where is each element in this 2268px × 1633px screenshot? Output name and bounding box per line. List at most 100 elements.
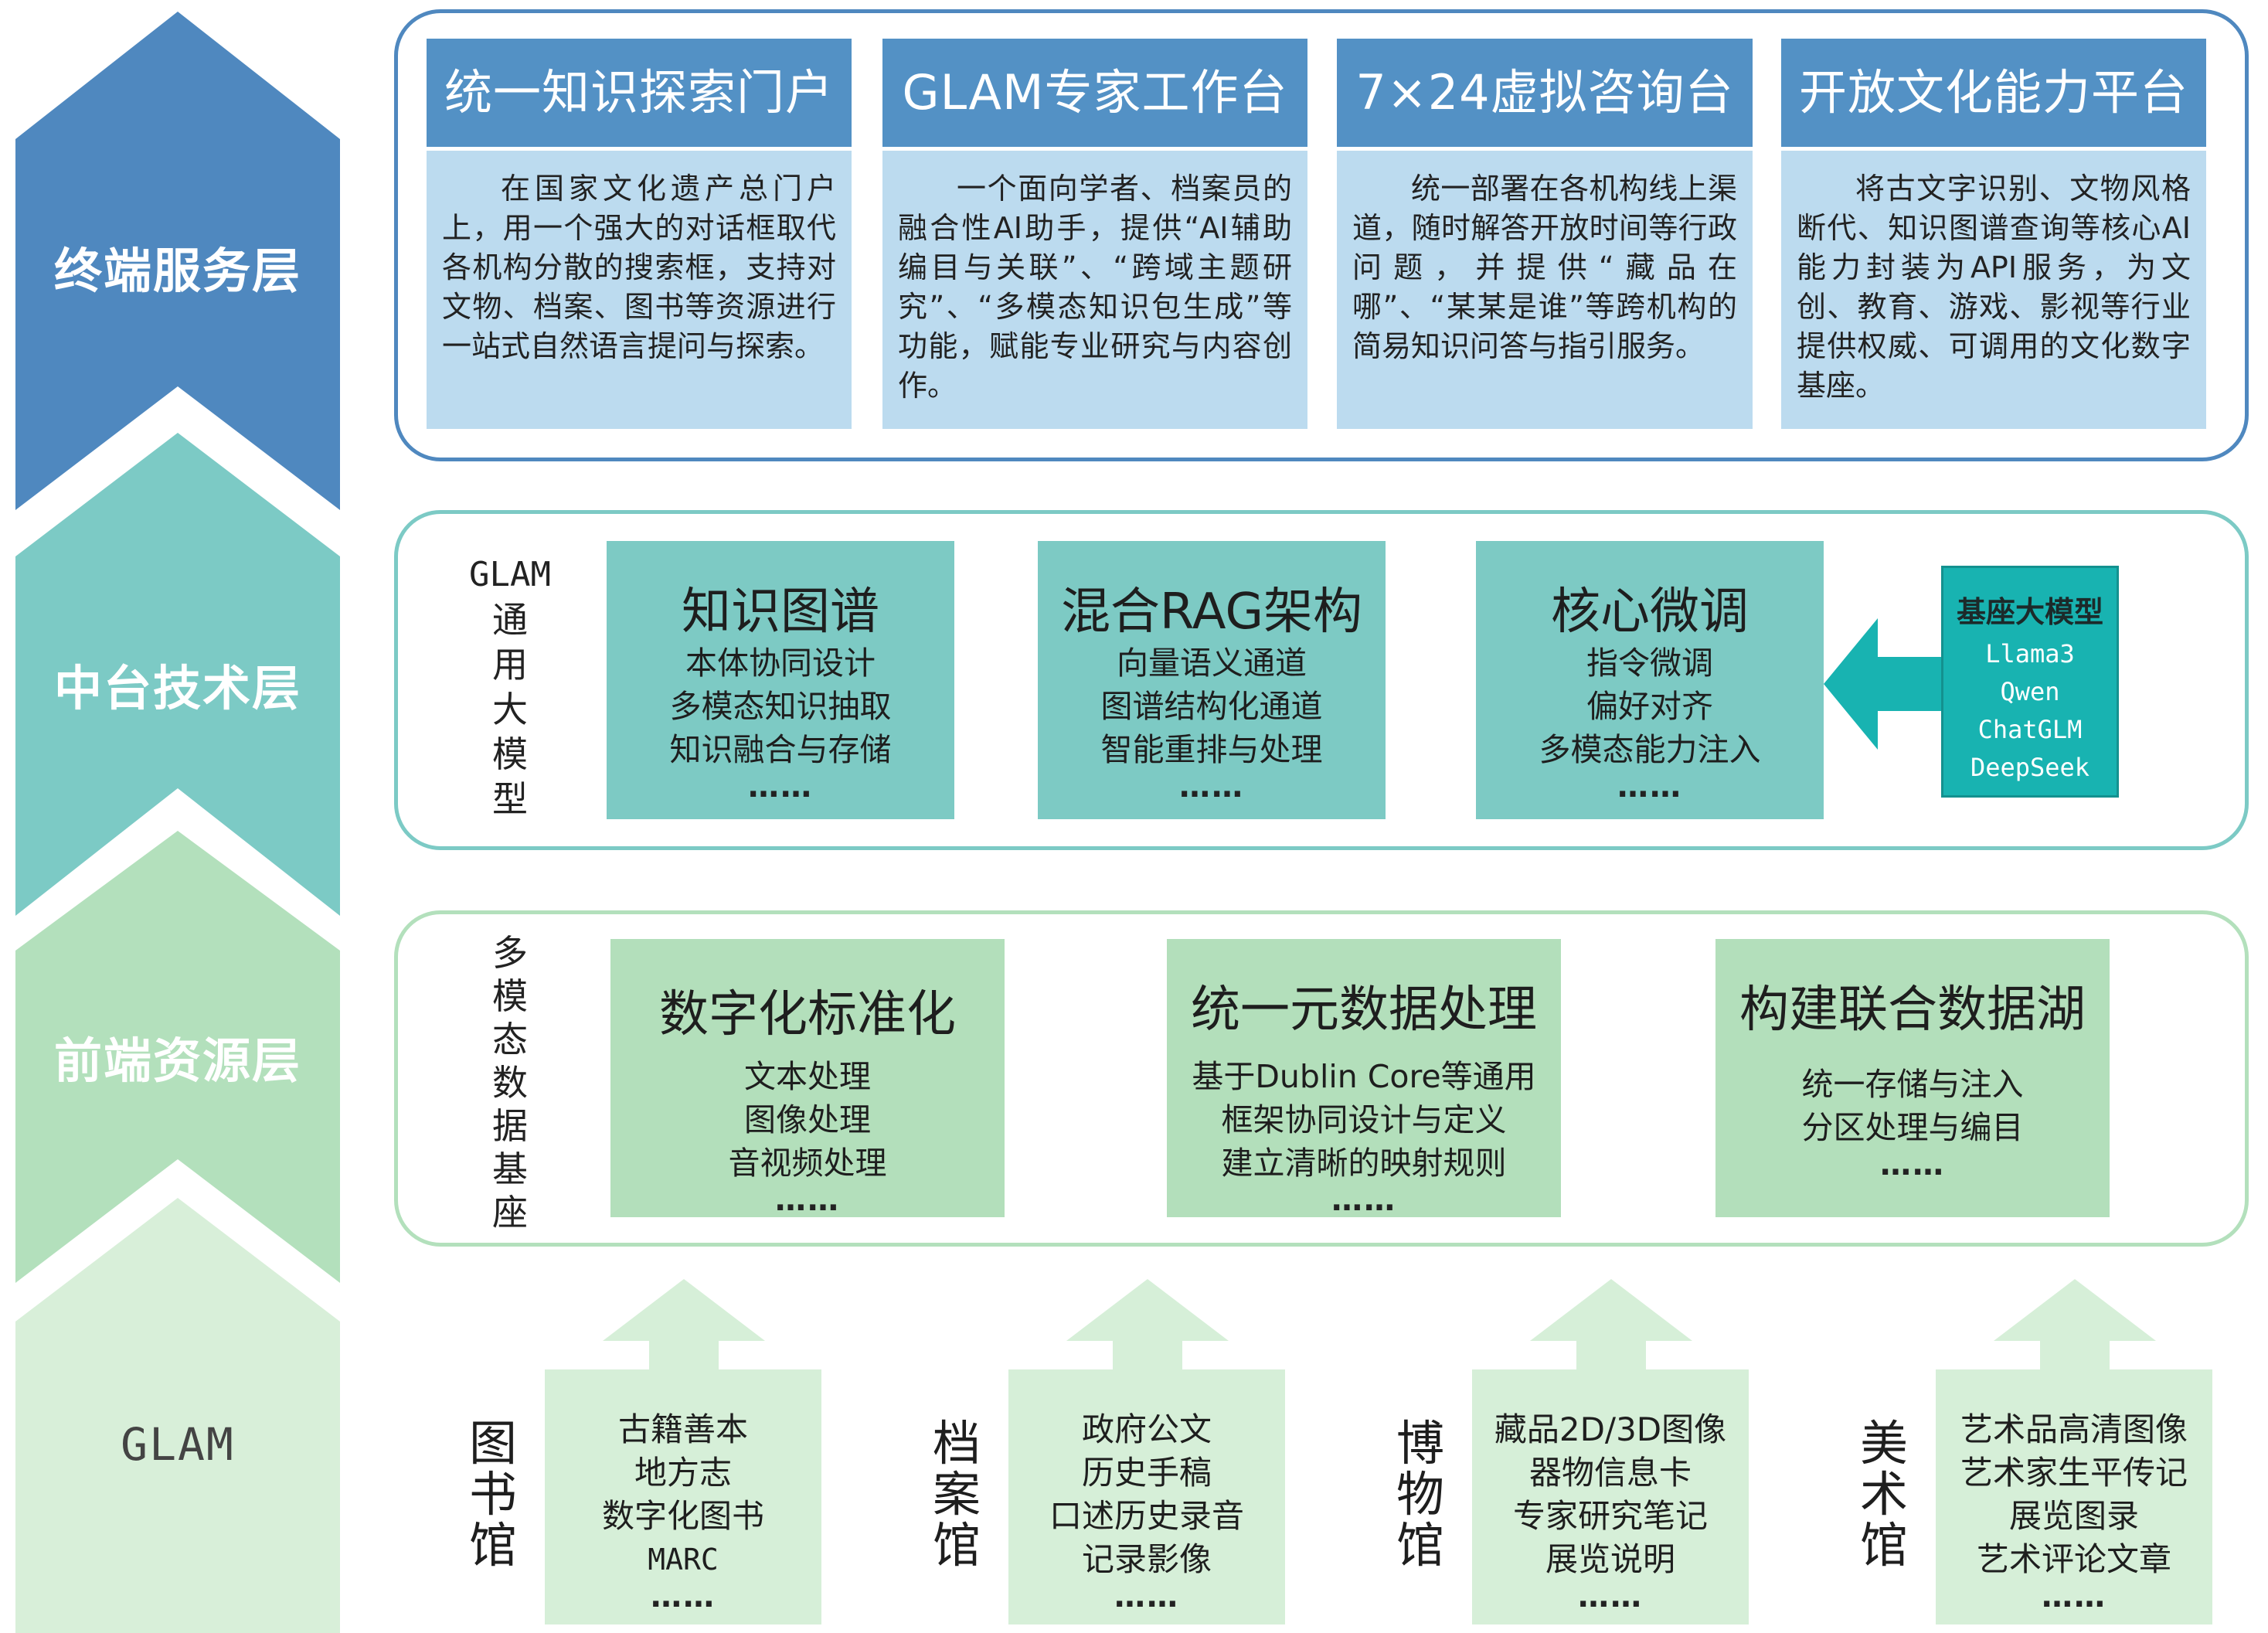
side-label-char: GLAM <box>469 555 551 594</box>
service-body: 将古文字识别、文物风格断代、知识图谱查询等核心AI能力封装为API服务，为文创、… <box>1781 151 2206 429</box>
glam-more: …… <box>1578 1579 1643 1614</box>
glam-item: 艺术品高清图像 <box>1960 1410 2188 1448</box>
side-label-char: 座 <box>492 1192 528 1233</box>
tech-card-item: 智能重排与处理 <box>1100 731 1323 768</box>
res-card-data-lake: 构建联合数据湖 统一存储与注入 分区处理与编目 …… <box>1715 939 2110 1217</box>
side-label-char: 多 <box>492 932 528 974</box>
side-label-char: 用 <box>492 644 528 686</box>
service-title: 统一知识探索门户 <box>427 39 852 147</box>
side-label-char: 型 <box>492 778 528 820</box>
up-arrow-icon <box>603 1279 765 1372</box>
glam-llm-side-label: GLAM 通 用 大 模 型 <box>460 553 560 822</box>
res-card-item: 分区处理与编目 <box>1801 1109 2024 1146</box>
glam-box-library: 古籍善本 地方志 数字化图书 MARC …… <box>545 1369 821 1624</box>
glam-name-char: 档 <box>932 1415 981 1471</box>
glam-item: 艺术家生平传记 <box>1960 1454 2188 1492</box>
service-title: 7×24虚拟咨询台 <box>1337 39 1753 147</box>
glam-more: …… <box>1114 1579 1179 1614</box>
base-model-title: 基座大模型 <box>1956 595 2103 629</box>
glam-item: 地方志 <box>634 1454 732 1492</box>
glam-name-char: 馆 <box>1859 1517 1908 1573</box>
glam-box-archive: 政府公文 历史手稿 口述历史录音 记录影像 …… <box>1008 1369 1285 1624</box>
res-card-item: 框架协同设计与定义 <box>1221 1101 1507 1138</box>
glam-name-char: 图 <box>468 1415 517 1471</box>
side-label-char: 据 <box>492 1105 528 1147</box>
glam-item: MARC <box>648 1543 719 1577</box>
res-card-title: 数字化标准化 <box>659 986 956 1043</box>
up-arrow-icon <box>1066 1279 1229 1372</box>
glam-name-char: 案 <box>932 1466 981 1522</box>
glam-item: 口述历史录音 <box>1049 1497 1244 1535</box>
glam-item: 专家研究笔记 <box>1512 1497 1708 1535</box>
glam-name-char: 博 <box>1396 1415 1444 1471</box>
base-model-item: ChatGLM <box>1977 715 2083 744</box>
tech-card-more: …… <box>1179 769 1244 805</box>
chevron-middle <box>15 433 340 916</box>
res-card-more: …… <box>775 1182 840 1218</box>
side-label-char: 基 <box>492 1148 528 1190</box>
side-label-char: 数 <box>492 1062 528 1104</box>
glam-name-char: 馆 <box>468 1517 517 1573</box>
layer-label-glam: GLAM <box>121 1418 235 1471</box>
base-model-item: Qwen <box>2000 677 2060 706</box>
service-body: 在国家文化遗产总门户上，用一个强大的对话框取代各机构分散的搜索框，支持对文物、档… <box>427 151 852 429</box>
res-card-more: …… <box>1331 1182 1396 1218</box>
glam-name-archive: 档 案 馆 <box>926 1418 988 1571</box>
tech-card-knowledge-graph: 知识图谱 本体协同设计 多模态知识抽取 知识融合与存储 …… <box>607 541 954 819</box>
glam-more: …… <box>2042 1579 2106 1614</box>
res-card-item: 文本处理 <box>744 1058 871 1095</box>
tech-card-item: 指令微调 <box>1586 645 1713 682</box>
res-card-item: 图像处理 <box>744 1101 871 1138</box>
tech-card-item: 偏好对齐 <box>1586 688 1713 725</box>
tech-card-item: 本体协同设计 <box>685 645 876 682</box>
service-title: GLAM专家工作台 <box>882 39 1307 147</box>
glam-item: 展览说明 <box>1545 1540 1675 1578</box>
tech-card-item: 向量语义通道 <box>1117 645 1307 682</box>
glam-name-char: 书 <box>468 1466 517 1522</box>
glam-name-library: 图 书 馆 <box>462 1418 524 1571</box>
tech-card-item: 多模态知识抽取 <box>669 688 892 725</box>
chevron-glam <box>15 1198 340 1633</box>
res-card-item: 统一存储与注入 <box>1801 1066 2024 1103</box>
glam-name-char: 美 <box>1859 1415 1908 1471</box>
res-card-item: 音视频处理 <box>728 1145 887 1182</box>
glam-item: 记录影像 <box>1081 1540 1212 1578</box>
service-body: 统一部署在各机构线上渠道，随时解答开放时间等行政问题，并提供“藏品在哪”、“某某… <box>1337 151 1753 429</box>
glam-name-museum: 博 物 馆 <box>1389 1418 1451 1571</box>
tech-card-core-finetune: 核心微调 指令微调 偏好对齐 多模态能力注入 …… <box>1476 541 1824 819</box>
res-card-more: …… <box>1880 1147 1945 1182</box>
tech-card-title: 混合RAG架构 <box>1060 583 1363 641</box>
glam-item: 展览图录 <box>2008 1497 2139 1535</box>
glam-name-char: 物 <box>1396 1466 1444 1522</box>
glam-item: 古籍善本 <box>617 1410 748 1448</box>
tech-card-hybrid-rag: 混合RAG架构 向量语义通道 图谱结构化通道 智能重排与处理 …… <box>1038 541 1386 819</box>
glam-box-art-gallery: 艺术品高清图像 艺术家生平传记 展览图录 艺术评论文章 …… <box>1936 1369 2212 1624</box>
res-card-digitization: 数字化标准化 文本处理 图像处理 音视频处理 …… <box>610 939 1005 1217</box>
layer-label-terminal: 终端服务层 <box>53 243 301 299</box>
glam-more: …… <box>651 1579 716 1614</box>
glam-item: 艺术评论文章 <box>1976 1540 2171 1578</box>
glam-box-museum: 藏品2D/3D图像 器物信息卡 专家研究笔记 展览说明 …… <box>1472 1369 1749 1624</box>
glam-name-char: 术 <box>1859 1466 1908 1522</box>
multimodal-base-side-label: 多 模 态 数 据 基 座 <box>479 931 541 1234</box>
side-label-char: 模 <box>492 733 528 775</box>
glam-name-char: 馆 <box>1396 1517 1444 1573</box>
res-card-title: 统一元数据处理 <box>1191 982 1537 1039</box>
layer-chevron-column <box>15 12 340 1633</box>
layer-label-frontend: 前端资源层 <box>53 1033 301 1089</box>
base-model-item: DeepSeek <box>1970 753 2090 782</box>
base-model-item: Llama3 <box>1985 639 2075 669</box>
side-label-char: 通 <box>492 599 528 641</box>
glam-item: 藏品2D/3D图像 <box>1494 1410 1727 1448</box>
res-card-metadata: 统一元数据处理 基于Dublin Core等通用 框架协同设计与定义 建立清晰的… <box>1167 939 1561 1217</box>
tech-card-more: …… <box>1617 769 1682 805</box>
layer-label-middle: 中台技术层 <box>53 660 301 716</box>
tech-card-item: 知识融合与存储 <box>669 731 892 768</box>
glam-item: 历史手稿 <box>1081 1454 1212 1492</box>
tech-card-more: …… <box>748 769 813 805</box>
chevron-terminal <box>15 12 340 510</box>
glam-item: 器物信息卡 <box>1528 1454 1692 1492</box>
chevron-frontend <box>15 831 340 1283</box>
tech-card-title: 知识图谱 <box>682 583 879 641</box>
tech-card-title: 核心微调 <box>1551 583 1749 641</box>
